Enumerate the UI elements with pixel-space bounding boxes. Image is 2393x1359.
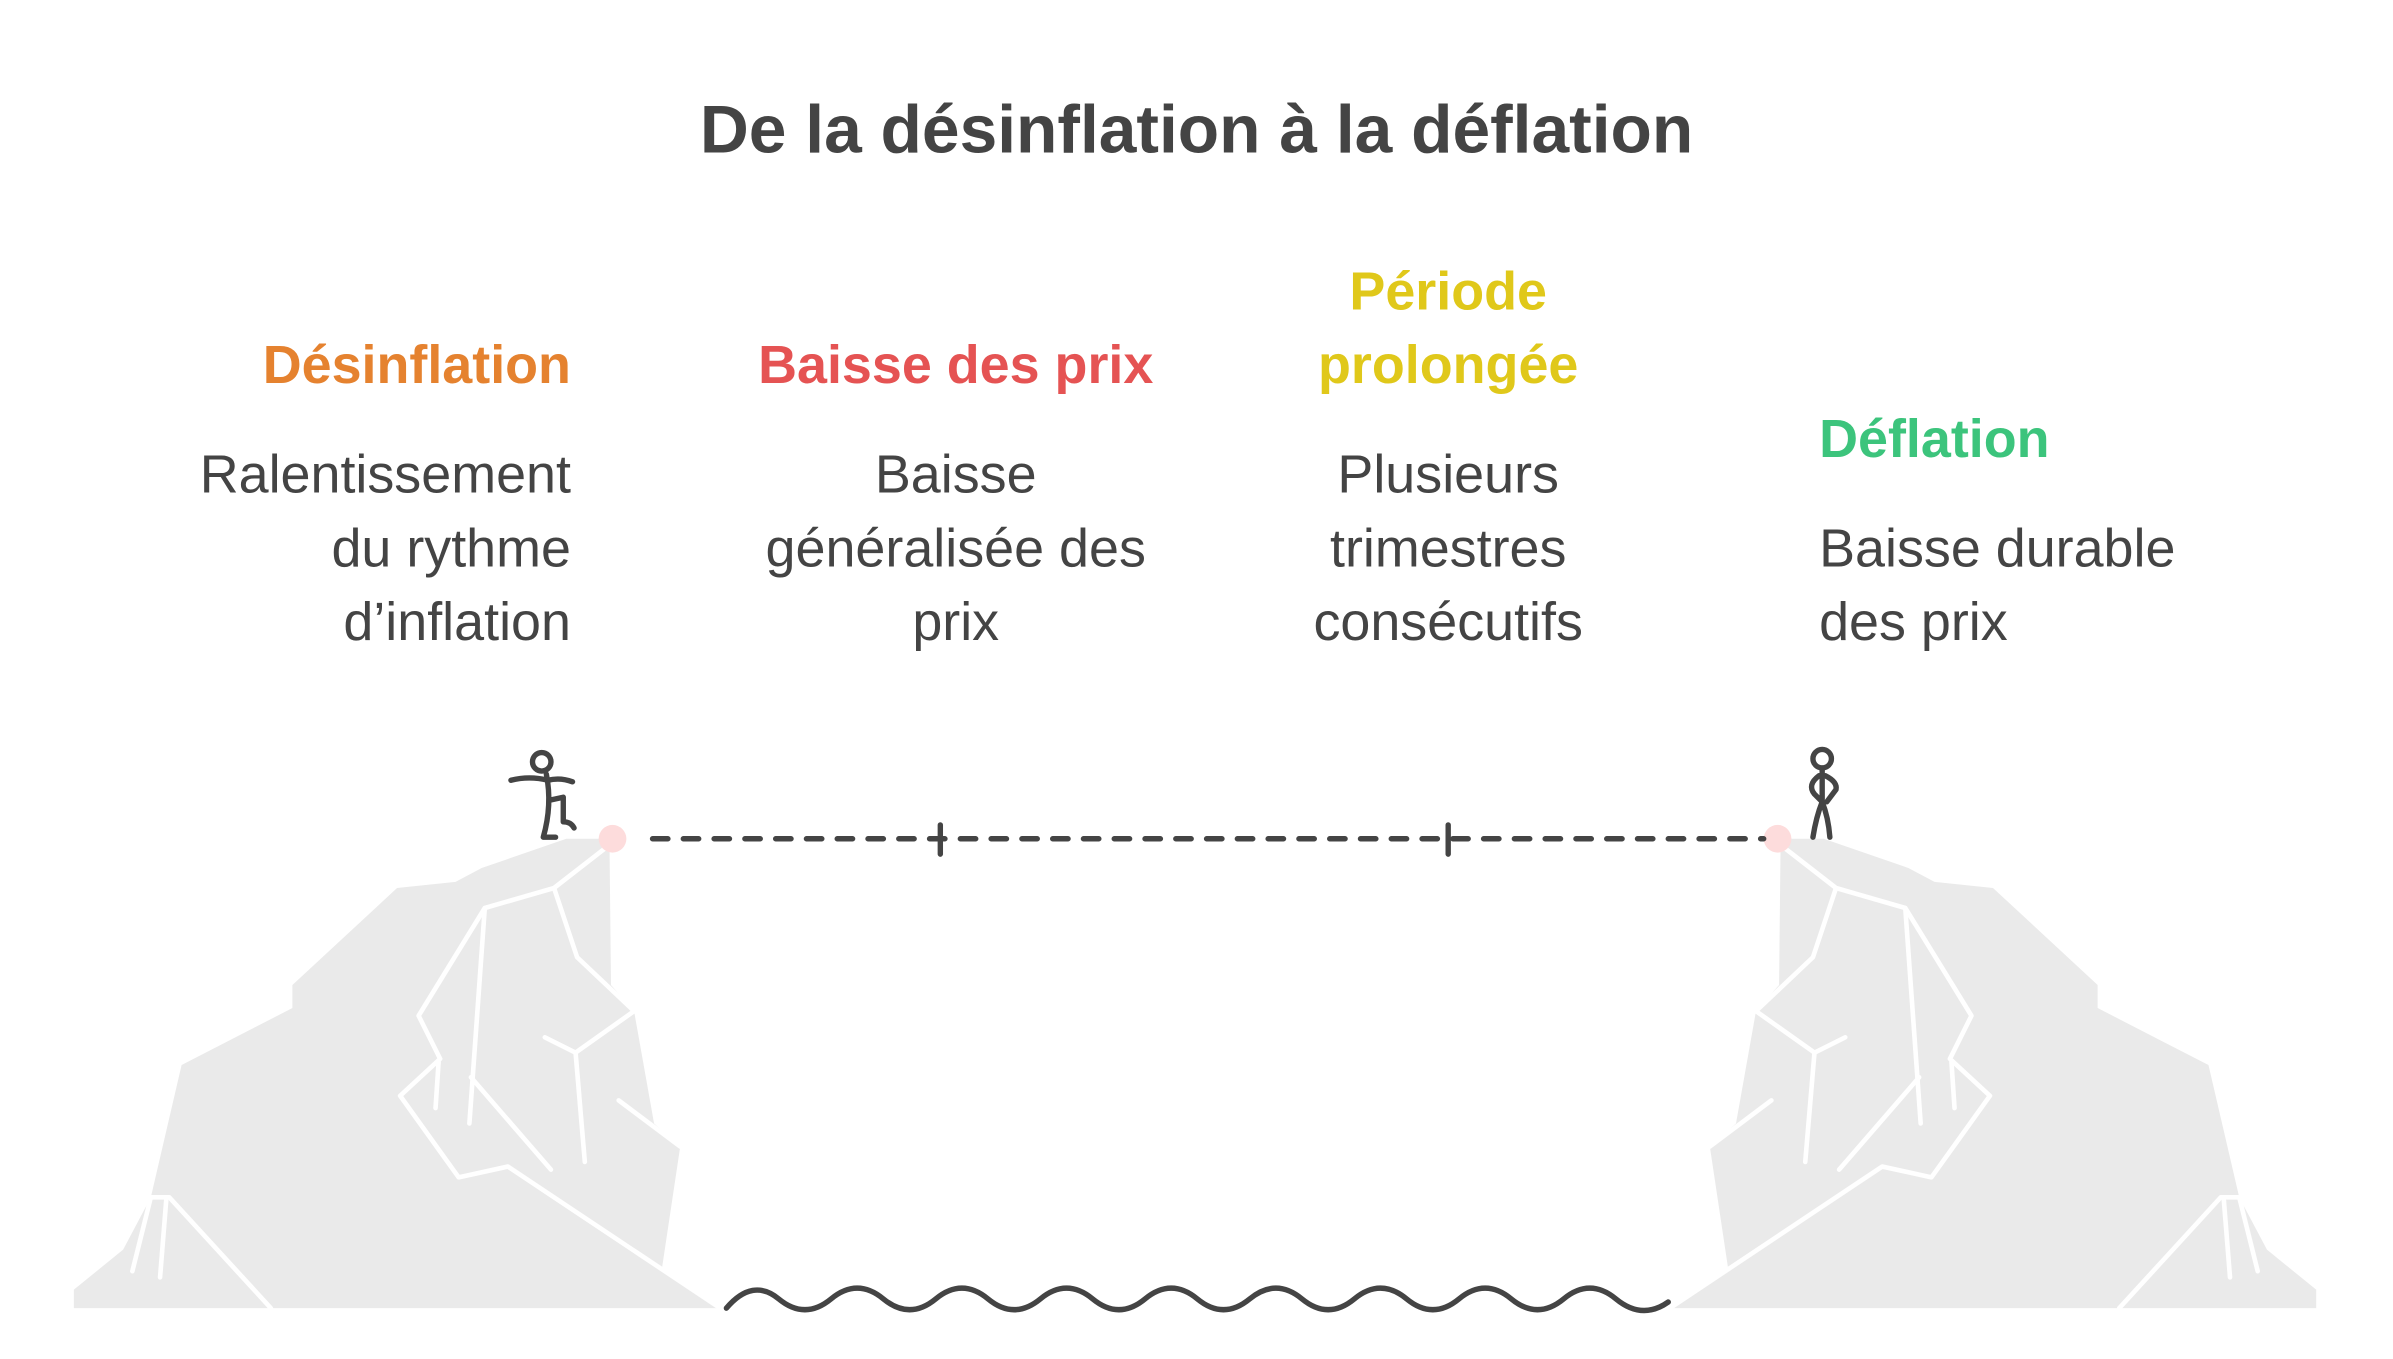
cliff-left — [73, 838, 723, 1311]
page-title: De la désinflation à la déflation — [699, 92, 1694, 168]
stage-periode-prolongee: Période prolongée Plusieurs trimestres c… — [1202, 255, 1694, 660]
end-point — [1763, 824, 1792, 853]
cliff-right — [1670, 839, 2316, 1308]
stage-baisse-des-prix: Baisse des prix Baisse généralisée des p… — [709, 329, 1201, 660]
stage-line: d’inflation — [343, 592, 571, 653]
stick-figure-walking-icon — [508, 749, 577, 840]
stage-line: trimestres — [1329, 518, 1567, 579]
stage-heading: Désinflation — [262, 335, 571, 396]
stage-line: consécutifs — [1313, 592, 1583, 653]
stage-heading: Baisse des prix — [758, 335, 1154, 396]
stage-line: du rythme — [331, 518, 571, 579]
stage-line: généralisée des — [765, 518, 1146, 579]
water-wave — [723, 1285, 1671, 1314]
stage-heading: Déflation — [1819, 409, 2050, 470]
stage-heading: prolongée — [1318, 335, 1579, 396]
stage-heading: Période — [1349, 261, 1547, 322]
stage-line: Baisse — [874, 444, 1037, 505]
stage-line: Baisse durable — [1819, 518, 2176, 579]
stage-desinflation: Désinflation Ralentissement du rythme d’… — [63, 329, 571, 660]
stage-line: Ralentissement — [199, 444, 571, 505]
stage-line: des prix — [1819, 592, 2008, 653]
stage-line: Plusieurs — [1337, 444, 1559, 505]
stage-deflation: Déflation Baisse durable des prix — [1819, 403, 2311, 660]
stick-figure-standing-icon — [1808, 746, 1839, 840]
stage-line: prix — [912, 592, 1000, 653]
start-point — [598, 824, 627, 853]
